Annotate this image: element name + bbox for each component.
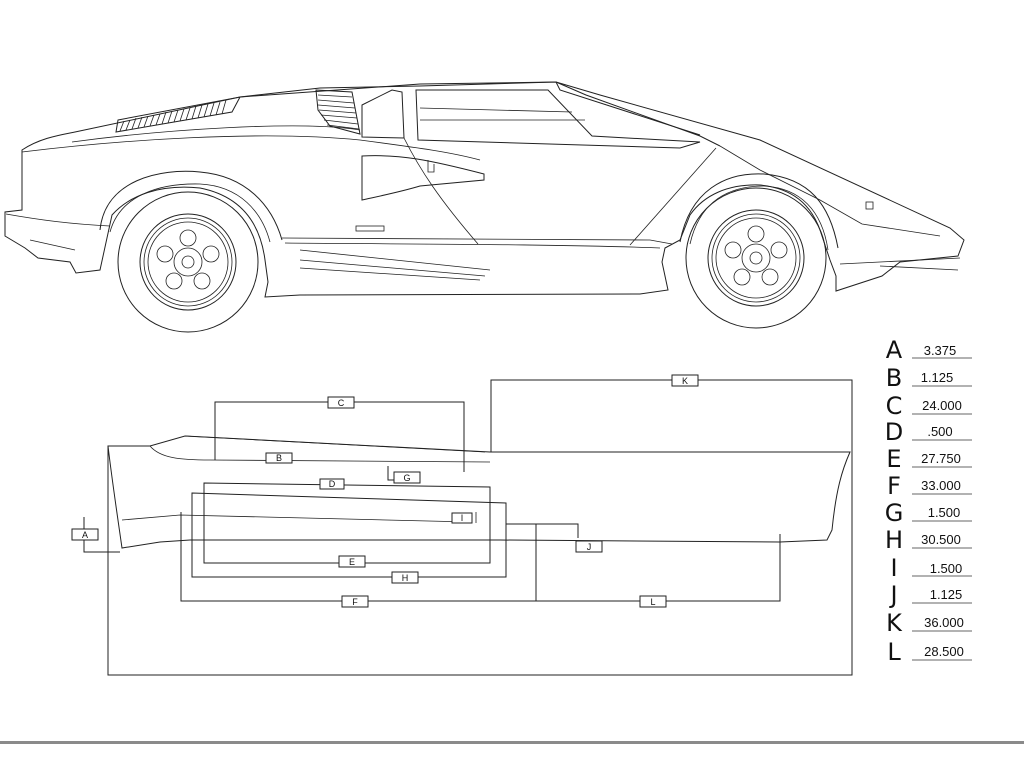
dim-frame-K (490, 379, 853, 452)
legend-row: I 1.500 (890, 554, 972, 582)
dim-tag-B: B (265, 452, 293, 464)
car-side-intake (361, 155, 485, 201)
legend-letter: D (885, 418, 903, 446)
dim-tag-A: A (71, 528, 99, 541)
dim-label-D: D (329, 479, 336, 489)
side-skirt-template: A B C D E F G H (71, 374, 853, 676)
dim-label-L: L (650, 597, 655, 607)
dim-tag-J: J (575, 540, 603, 553)
car-roof (239, 81, 701, 136)
car-rear-wheel (117, 191, 259, 333)
bottom-window-edge (0, 741, 1024, 768)
legend-row: H 30.500 (885, 526, 972, 554)
car-front-wheel (685, 187, 827, 329)
dim-label-E: E (349, 557, 355, 567)
dim-label-F: F (352, 597, 358, 607)
legend-value: .500 (927, 424, 952, 439)
dim-tag-E: E (338, 555, 366, 568)
legend-letter: G (885, 499, 904, 527)
car-side-profile (4, 81, 965, 333)
dim-tag-K: K (671, 374, 699, 387)
dim-label-K: K (682, 376, 688, 386)
legend-value: 1.125 (921, 370, 954, 385)
legend-row: F 33.000 (887, 472, 972, 500)
dim-tag-D: D (319, 478, 345, 490)
car-windshield (555, 81, 721, 147)
dim-tag-I: I (451, 512, 473, 524)
legend-letter: K (886, 609, 903, 637)
legend-row: B 1.125 (886, 364, 972, 392)
legend-value: 30.500 (921, 532, 961, 547)
legend-letter: I (890, 554, 897, 582)
legend-letter: J (888, 581, 897, 609)
legend-letter: A (886, 336, 903, 364)
legend-letter: L (887, 638, 901, 666)
legend-letter: F (887, 472, 901, 500)
legend-row: G 1.500 (885, 499, 972, 527)
legend-row: J 1.125 (888, 581, 972, 609)
dim-label-A: A (82, 530, 88, 540)
car-rear-louvres (315, 89, 361, 135)
legend-value: 33.000 (921, 478, 961, 493)
legend-value: 3.375 (924, 343, 957, 358)
legend-row: C 24.000 (886, 392, 972, 420)
dim-tag-F: F (341, 595, 369, 608)
dim-tag-G: G (393, 471, 421, 484)
legend-value: 1.125 (930, 587, 963, 602)
legend-letter: H (885, 526, 903, 554)
dim-label-B: B (276, 453, 282, 463)
skirt-outline (107, 435, 851, 549)
legend-value: 1.500 (930, 561, 963, 576)
legend-value: 28.500 (924, 644, 964, 659)
dim-frame-L (536, 534, 781, 602)
legend-letter: C (886, 392, 903, 420)
dim-frame-H (191, 492, 507, 578)
dim-tag-H: H (391, 571, 419, 584)
legend-letter: E (886, 445, 901, 473)
legend-value: 27.750 (921, 451, 961, 466)
car-side-window-rear (361, 89, 405, 139)
legend-value: 1.500 (928, 505, 961, 520)
legend-row: A 3.375 (886, 336, 972, 364)
dim-tag-L: L (639, 595, 667, 608)
legend-value: 36.000 (924, 615, 964, 630)
legend-row: D .500 (885, 418, 972, 446)
dim-label-G: G (403, 473, 410, 483)
dim-label-J: J (587, 542, 592, 552)
legend-row: E 27.750 (886, 445, 972, 473)
legend-letter: B (886, 364, 902, 392)
dim-frame-outer (107, 446, 853, 676)
dim-label-I: I (461, 513, 464, 523)
dimension-legend: A 3.375 B 1.125 C 24.000 D .500 E 27.750… (885, 336, 972, 666)
dim-frame-J (506, 523, 579, 538)
car-engine-vents (115, 96, 241, 133)
dim-label-H: H (402, 573, 409, 583)
car-body-outline (4, 81, 965, 298)
dim-label-C: C (338, 398, 345, 408)
dim-frame-D (203, 482, 491, 564)
legend-row: K 36.000 (886, 609, 972, 637)
legend-row: L 28.500 (887, 638, 972, 666)
car-side-window-front (415, 89, 701, 149)
legend-value: 24.000 (922, 398, 962, 413)
dim-tag-C: C (327, 396, 355, 409)
